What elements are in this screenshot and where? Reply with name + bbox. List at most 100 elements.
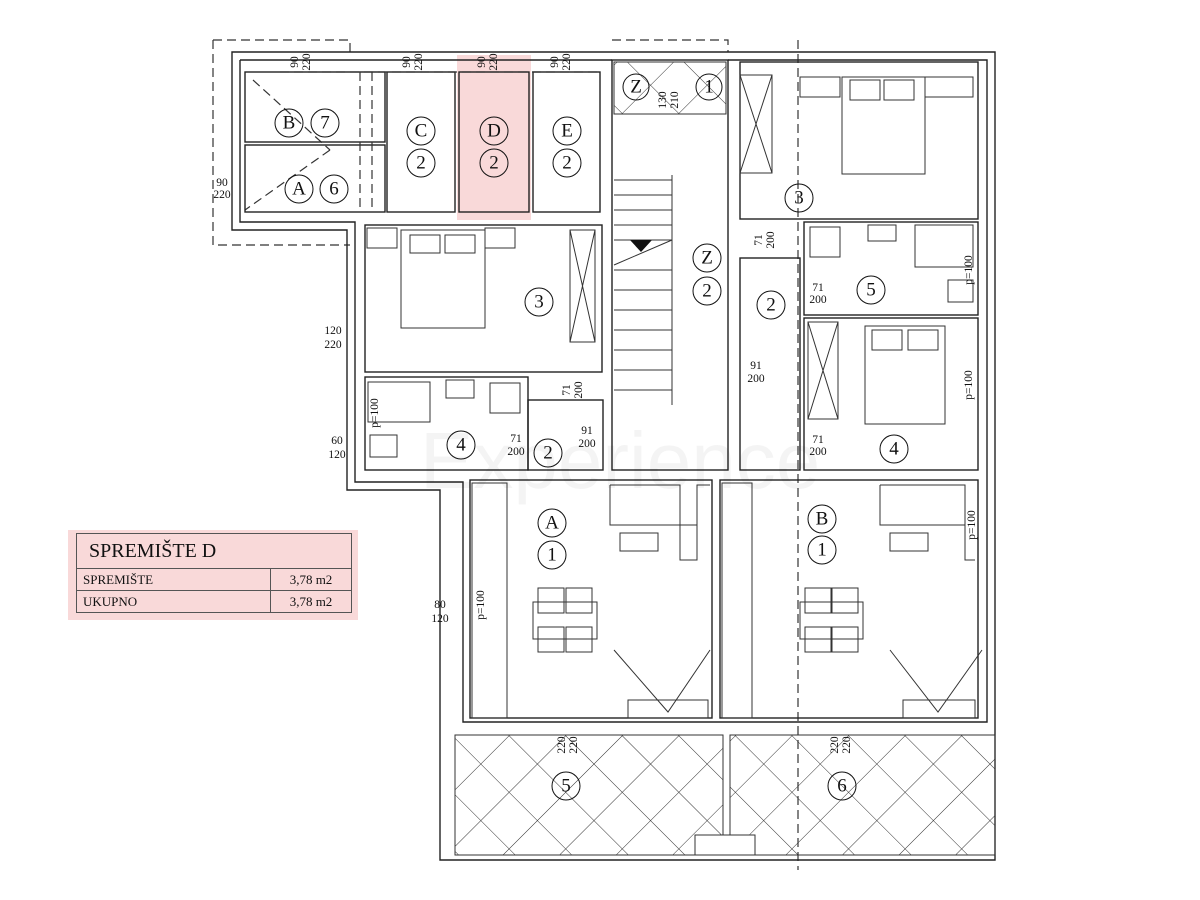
room-label: 1: [695, 73, 723, 101]
overhang-outline: [612, 39, 729, 52]
svg-text:B: B: [283, 113, 296, 134]
svg-text:71: 71: [812, 282, 824, 294]
room-label-storage-d: 2: [479, 148, 509, 178]
diagonal: [244, 149, 331, 211]
room-labels: B 7 A 6 C 2 D 2 E 2 Z 1 Z 2 3 4 2 3 2 5 …: [274, 73, 909, 801]
svg-text:6: 6: [837, 776, 847, 797]
svg-text:220: 220: [301, 53, 313, 71]
svg-text:2: 2: [562, 153, 572, 174]
room-label: 2: [552, 148, 582, 178]
svg-text:220: 220: [568, 736, 580, 754]
svg-text:2: 2: [766, 295, 776, 316]
svg-text:A: A: [292, 179, 306, 200]
room-label: 5: [856, 275, 886, 305]
walls: [231, 51, 996, 861]
svg-text:91: 91: [750, 360, 762, 372]
svg-text:120: 120: [328, 449, 346, 461]
legend-label: UKUPNO: [76, 590, 271, 613]
svg-text:91: 91: [581, 425, 593, 437]
room-label: 3: [784, 183, 814, 213]
svg-text:90: 90: [401, 56, 413, 68]
svg-text:2: 2: [489, 153, 499, 174]
svg-text:C: C: [415, 121, 428, 142]
overhang-outline: [212, 39, 351, 246]
svg-text:1: 1: [547, 545, 557, 566]
svg-text:120: 120: [324, 325, 342, 337]
svg-text:2: 2: [416, 153, 426, 174]
window-note: p=100: [963, 370, 975, 400]
svg-text:1: 1: [817, 540, 827, 561]
diagonal: [252, 79, 331, 151]
svg-text:220: 220: [561, 53, 573, 71]
room-label: 7: [310, 108, 340, 138]
svg-text:4: 4: [456, 435, 466, 456]
svg-text:220: 220: [556, 736, 568, 754]
window-note: p=100: [963, 255, 975, 285]
svg-text:6: 6: [329, 179, 339, 200]
svg-text:90: 90: [476, 56, 488, 68]
svg-text:220: 220: [841, 736, 853, 754]
svg-text:5: 5: [561, 776, 571, 797]
svg-text:3: 3: [794, 188, 804, 209]
room-label: 1: [537, 540, 567, 570]
room-label: B: [274, 108, 304, 138]
svg-text:90: 90: [216, 177, 228, 189]
room-label: 4: [446, 430, 476, 460]
room-label: 2: [692, 276, 722, 306]
room-label: 6: [827, 771, 857, 801]
room-label: A: [284, 174, 314, 204]
room-label: 1: [807, 535, 837, 565]
svg-text:2: 2: [702, 281, 712, 302]
svg-text:B: B: [816, 509, 829, 530]
svg-text:220: 220: [829, 736, 841, 754]
svg-text:200: 200: [765, 231, 777, 249]
svg-text:200: 200: [507, 446, 525, 458]
svg-text:120: 120: [431, 613, 449, 625]
room-label: Z: [622, 73, 650, 101]
room-label: 2: [533, 438, 563, 468]
svg-text:71: 71: [812, 434, 824, 446]
svg-text:90: 90: [549, 56, 561, 68]
svg-text:210: 210: [669, 91, 681, 109]
legend-title: SPREMIŠTE D: [76, 533, 352, 569]
room-label: E: [552, 116, 582, 146]
svg-text:60: 60: [331, 435, 343, 447]
svg-text:71: 71: [753, 234, 765, 246]
svg-text:130: 130: [657, 91, 669, 109]
legend-value: 3,78 m2: [270, 590, 352, 613]
svg-text:200: 200: [809, 294, 827, 306]
room-label: 2: [406, 148, 436, 178]
svg-text:1: 1: [704, 77, 714, 98]
svg-text:5: 5: [866, 280, 876, 301]
svg-text:200: 200: [809, 446, 827, 458]
svg-text:71: 71: [561, 384, 573, 396]
svg-text:E: E: [561, 121, 573, 142]
svg-text:80: 80: [434, 599, 446, 611]
svg-text:7: 7: [320, 113, 330, 134]
watermark: Experience: [420, 416, 820, 505]
svg-text:200: 200: [747, 373, 765, 385]
svg-text:71: 71: [510, 433, 522, 445]
legend-label: SPREMIŠTE: [76, 568, 271, 591]
room-label: A: [537, 508, 567, 538]
room-label: 6: [319, 174, 349, 204]
svg-text:D: D: [487, 121, 501, 142]
